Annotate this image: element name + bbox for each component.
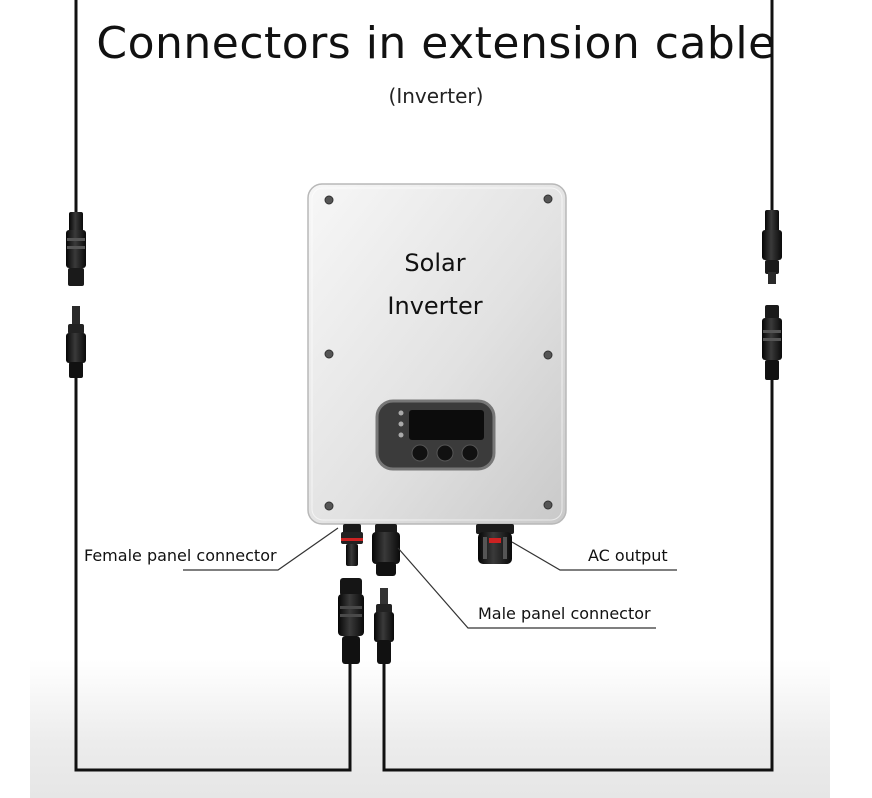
bottom-male-connector-icon xyxy=(374,588,394,664)
left-female-connector-icon xyxy=(66,212,86,286)
right-male-connector-icon xyxy=(762,210,782,284)
mounting-screws xyxy=(324,194,553,511)
page-subtitle: (Inverter) xyxy=(388,84,484,108)
inverter-label-line2: Inverter xyxy=(387,292,483,320)
label-female-panel-connector: Female panel connector xyxy=(84,546,277,565)
left-male-connector-icon xyxy=(66,306,86,378)
display-panel xyxy=(375,399,496,471)
label-ac-output: AC output xyxy=(588,546,668,565)
callout-lines xyxy=(183,527,677,629)
display-buttons xyxy=(411,444,479,462)
male-panel-port-icon xyxy=(372,524,400,576)
ac-output-port-icon xyxy=(476,524,514,564)
right-female-connector-icon xyxy=(762,305,782,380)
cable-left-loop xyxy=(74,0,352,772)
floor-shadow xyxy=(30,660,830,798)
label-male-panel-connector: Male panel connector xyxy=(478,604,651,623)
inverter-label-line1: Solar xyxy=(404,249,466,277)
solar-inverter xyxy=(307,183,567,525)
female-panel-port-icon xyxy=(341,524,363,566)
cable-right-loop xyxy=(382,0,774,772)
bottom-female-connector-icon xyxy=(338,578,364,664)
page-title: Connectors in extension cable xyxy=(96,18,776,69)
